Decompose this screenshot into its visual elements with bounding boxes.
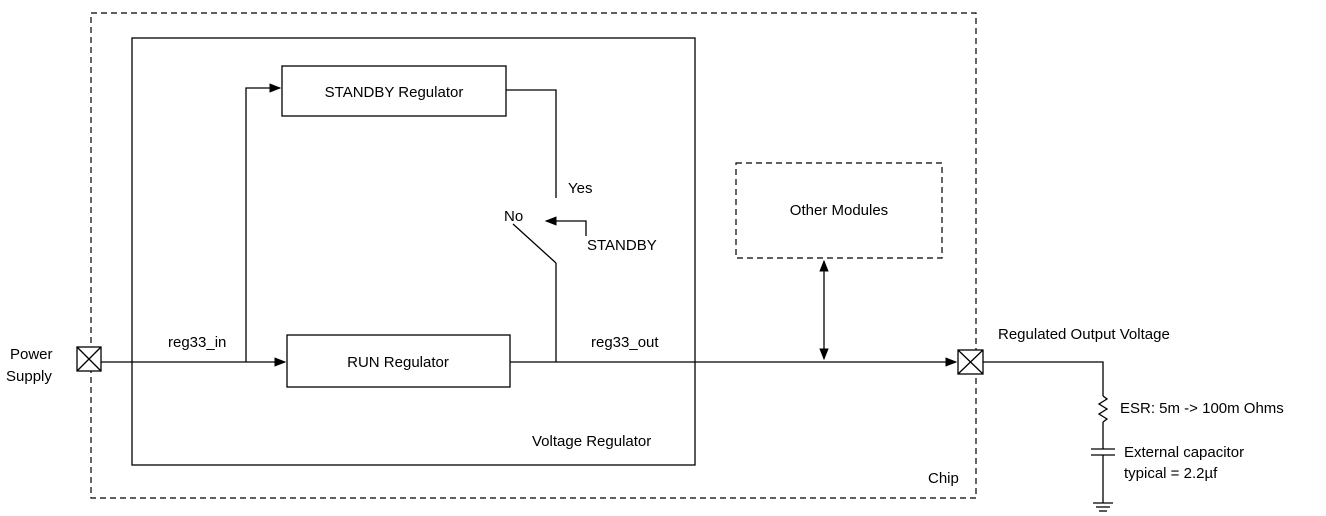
switch-no-label: No: [504, 208, 523, 225]
other-modules-label: Other Modules: [790, 202, 888, 219]
esr-label: ESR: 5m -> 100m Ohms: [1120, 400, 1284, 417]
capacitor-label-line2: typical = 2.2µf: [1124, 465, 1218, 482]
run-regulator-box: [286, 334, 511, 388]
capacitor-label-line1: External capacitor: [1124, 444, 1244, 461]
reg33-in-label: reg33_in: [168, 334, 226, 351]
ground-icon: [1093, 502, 1113, 512]
standby-control-arrow: [544, 216, 587, 236]
standby-regulator-box: [281, 65, 507, 117]
power-supply-pad: [76, 346, 102, 372]
other-modules-box: [735, 162, 943, 259]
output-pad: [957, 349, 984, 375]
switch-yes-label: Yes: [568, 180, 592, 197]
power-supply-label-line1: Power: [10, 346, 53, 363]
standby-control-label: STANDBY: [587, 237, 657, 254]
reg33-out-label: reg33_out: [591, 334, 659, 351]
voltage-regulator-box: [131, 37, 696, 466]
switch-blade: [512, 223, 557, 264]
capacitor-icon: [1091, 448, 1115, 456]
standby-regulator-label: STANDBY Regulator: [325, 84, 464, 101]
esr-resistor-icon: [1097, 395, 1109, 423]
run-regulator-label: RUN Regulator: [347, 354, 449, 371]
external-output-wire: [983, 361, 1104, 396]
power-supply-label-line2: Supply: [6, 368, 52, 385]
voltage-regulator-label: Voltage Regulator: [532, 433, 651, 450]
chip-boundary: [90, 12, 977, 499]
standby-feed-wire: [245, 83, 282, 362]
regulated-output-label: Regulated Output Voltage: [998, 326, 1170, 343]
chip-label: Chip: [928, 470, 959, 487]
standby-output-wire: [506, 89, 557, 198]
